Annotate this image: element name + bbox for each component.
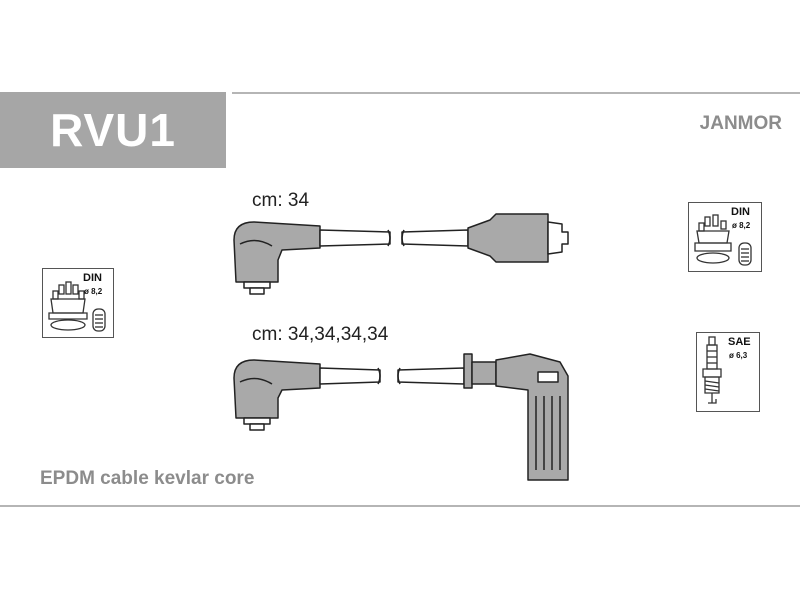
coil-lead-length: cm: 34 [252,190,310,211]
header-rule [232,92,800,94]
distributor-din-badge: DIN ø 8,2 [42,268,114,338]
coil-din-badge: DIN ø 8,2 [688,202,762,272]
distributor-badge-diameter: ø 8,2 [84,287,103,296]
coil-badge-diameter: ø 8,2 [732,221,751,230]
plug-leads-length: cm: 34,34,34,34 [252,324,389,345]
plug-badge-diameter: ø 6,3 [729,351,748,360]
cable-description: EPDM cable kevlar core [40,468,255,489]
plug-badge-type: SAE [728,336,751,348]
spark-plug-icon [702,336,722,404]
distributor-cap-icon [48,281,106,332]
coil-badge-type: DIN [731,206,750,218]
brand-name: JANMOR [699,113,782,134]
plug-sae-badge: SAE ø 6,3 [696,332,760,412]
distributor-badge-type: DIN [83,272,102,284]
footer-rule [0,505,800,507]
ignition-coil-icon [694,214,752,266]
part-code: RVU1 [0,92,226,168]
